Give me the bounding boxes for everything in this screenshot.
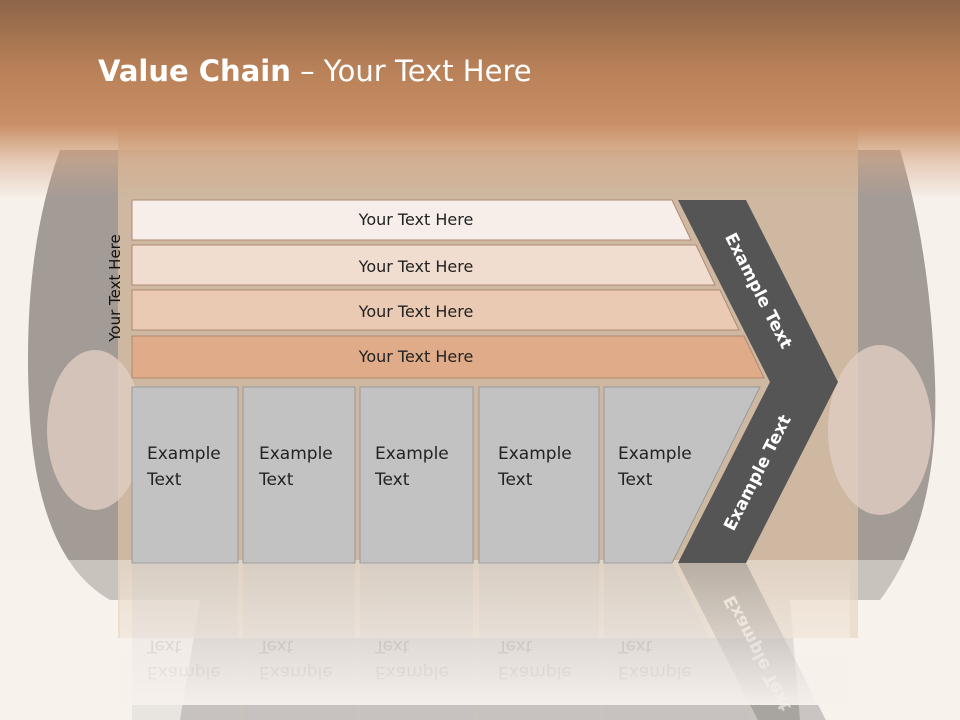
primary-column-1-line2: Text bbox=[146, 470, 182, 490]
title-bold: Value Chain bbox=[98, 54, 291, 88]
chevron-upper-shape bbox=[678, 200, 838, 382]
primary-column-5-box bbox=[603, 386, 761, 564]
support-bar-4[interactable]: Your Text Here bbox=[131, 335, 765, 379]
support-bar-2-shape bbox=[131, 244, 716, 286]
primary-column-3-line2: Text bbox=[374, 470, 410, 490]
primary-column-1[interactable]: Example Text bbox=[131, 386, 239, 564]
primary-column-4-line1: Example bbox=[498, 444, 572, 464]
support-bar-2[interactable]: Your Text Here bbox=[131, 244, 716, 286]
primary-column-2-line1: Example bbox=[259, 444, 333, 464]
support-bar-2-label: Your Text Here bbox=[358, 257, 474, 276]
support-bar-1-shape bbox=[131, 199, 692, 241]
margin-chevron[interactable]: Example Text Example Text bbox=[678, 200, 838, 563]
primary-column-2[interactable]: Example Text bbox=[242, 386, 356, 564]
header-band bbox=[0, 0, 960, 200]
support-bar-3-label: Your Text Here bbox=[358, 302, 474, 321]
primary-column-5[interactable]: Example Text bbox=[603, 386, 761, 564]
primary-column-4-line2: Text bbox=[497, 470, 533, 490]
primary-column-3-box bbox=[359, 386, 474, 564]
support-bars: Your Text Here Your Text Here Your Text … bbox=[131, 199, 765, 379]
primary-column-1-box bbox=[131, 386, 239, 564]
title-rest: – Your Text Here bbox=[290, 54, 532, 88]
support-bar-4-label: Your Text Here bbox=[358, 347, 474, 366]
primary-column-3[interactable]: Example Text bbox=[359, 386, 474, 564]
support-bar-3-shape bbox=[131, 289, 740, 331]
support-bar-1-label: Your Text Here bbox=[358, 210, 474, 229]
support-bar-4-shape bbox=[131, 335, 765, 379]
primary-columns: Example Text Example Text Example Text E… bbox=[131, 386, 761, 564]
primary-column-2-box bbox=[242, 386, 356, 564]
reflection-fade bbox=[120, 565, 850, 705]
chevron-lower-shape bbox=[678, 382, 838, 563]
primary-column-5-line2: Text bbox=[617, 470, 653, 490]
primary-column-4-box bbox=[478, 386, 600, 564]
primary-column-1-line1: Example bbox=[147, 444, 221, 464]
primary-column-4[interactable]: Example Text bbox=[478, 386, 600, 564]
support-bar-1[interactable]: Your Text Here bbox=[131, 199, 692, 241]
support-bar-3[interactable]: Your Text Here bbox=[131, 289, 740, 331]
primary-column-5-line1: Example bbox=[618, 444, 692, 464]
primary-column-2-line2: Text bbox=[258, 470, 294, 490]
primary-column-3-line1: Example bbox=[375, 444, 449, 464]
slide-title[interactable]: Value Chain – Your Text Here bbox=[98, 54, 532, 88]
